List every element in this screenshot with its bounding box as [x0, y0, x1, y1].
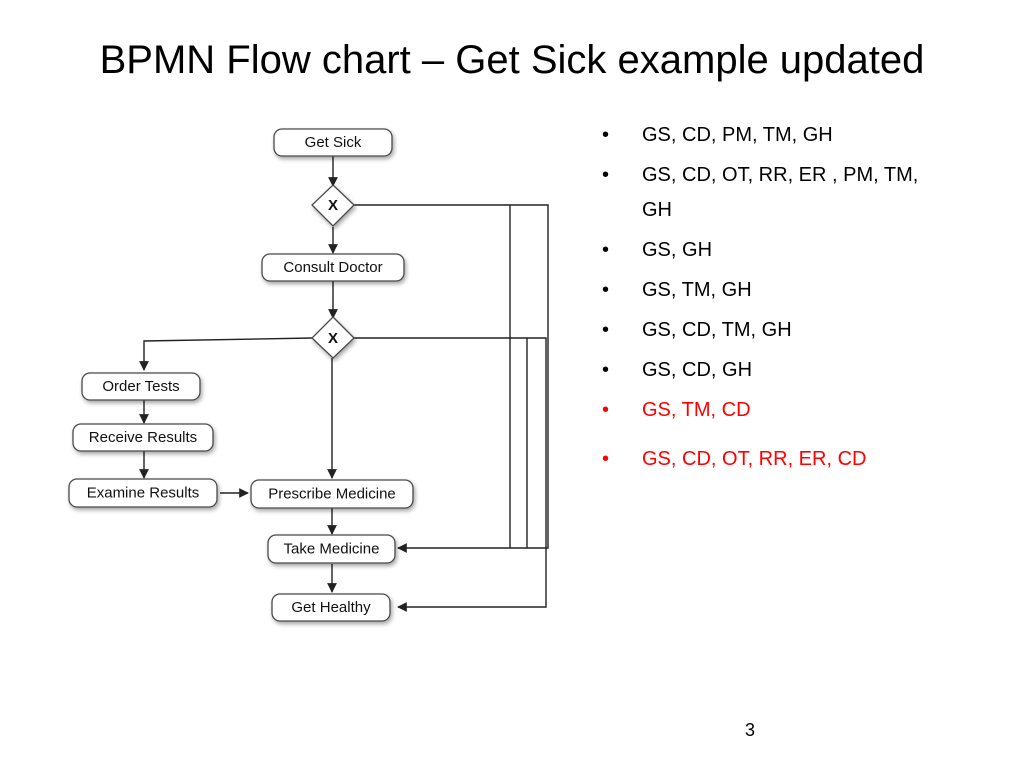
node-order-tests-label: Order Tests: [102, 378, 179, 395]
bullet-dot: •: [602, 124, 610, 146]
node-get-healthy-label: Get Healthy: [291, 599, 371, 616]
bullet-dot: •: [602, 359, 610, 381]
bullet-dot: •: [602, 319, 610, 341]
gateway-1-label: X: [328, 197, 338, 214]
path-item-highlighted: • GS, CD, OT, RR, ER, CD: [600, 442, 940, 477]
node-get-healthy: Get Healthy: [271, 593, 391, 622]
path-item: • GS, TM, GH: [600, 273, 940, 308]
gateway-2-label: X: [328, 330, 338, 347]
path-item-text: GS, GH: [642, 239, 713, 261]
bullet-dot: •: [602, 448, 610, 470]
edge-gw2-ordertests: [139, 337, 313, 371]
bullet-dot: •: [602, 239, 610, 261]
node-examine-results-label: Examine Results: [87, 485, 200, 502]
path-item: • GS, CD, PM, TM, GH: [600, 118, 940, 153]
path-item-highlighted: • GS, TM, CD: [600, 393, 940, 428]
path-list: • GS, CD, PM, TM, GH • GS, CD, OT, RR, ER …: [600, 118, 940, 482]
bullet-dot: •: [602, 399, 610, 421]
node-get-sick-label: Get Sick: [305, 134, 362, 151]
node-get-sick: Get Sick: [273, 128, 393, 157]
path-item-text: GS, CD, OT, RR, ER, CD: [642, 448, 867, 470]
slide-title: BPMN Flow chart – Get Sick example updat…: [99, 38, 925, 82]
path-item: • GS, CD, TM, GH: [600, 313, 940, 348]
gateway-2: X: [311, 316, 355, 359]
edge-gw1-take-outer: [354, 204, 549, 553]
bullet-dot: •: [602, 164, 610, 186]
gateway-1: X: [311, 184, 355, 227]
path-item-text: GS, TM, CD: [642, 399, 751, 421]
path-item-text: GS, CD, PM, TM, GH: [642, 124, 833, 146]
node-examine-results: Examine Results: [68, 478, 218, 508]
node-take-medicine-label: Take Medicine: [284, 541, 380, 558]
path-item-text: GS, TM, GH: [642, 279, 752, 301]
path-item: • GS, GH: [600, 233, 940, 268]
path-item-text: GS, CD, OT, RR, ER , PM, TM, GH: [642, 164, 919, 221]
page-number: 3: [744, 720, 755, 740]
flow-edges: [139, 156, 549, 612]
path-item-text: GS, CD, TM, GH: [642, 319, 792, 341]
path-item: • GS, CD, GH: [600, 353, 940, 388]
node-receive-results: Receive Results: [72, 423, 214, 452]
path-item: • GS, CD, OT, RR, ER , PM, TM, GH: [600, 158, 940, 228]
node-consult-doctor: Consult Doctor: [261, 253, 405, 282]
bullet-dot: •: [602, 279, 610, 301]
edge-gw2-gethealthy-outer: [354, 337, 547, 612]
node-order-tests: Order Tests: [81, 372, 201, 401]
path-item-text: GS, CD, GH: [642, 359, 753, 381]
node-take-medicine: Take Medicine: [267, 534, 396, 564]
node-prescribe-medicine-label: Prescribe Medicine: [268, 486, 396, 503]
node-consult-doctor-label: Consult Doctor: [283, 259, 382, 276]
node-prescribe-medicine: Prescribe Medicine: [250, 479, 414, 509]
node-receive-results-label: Receive Results: [89, 429, 197, 446]
